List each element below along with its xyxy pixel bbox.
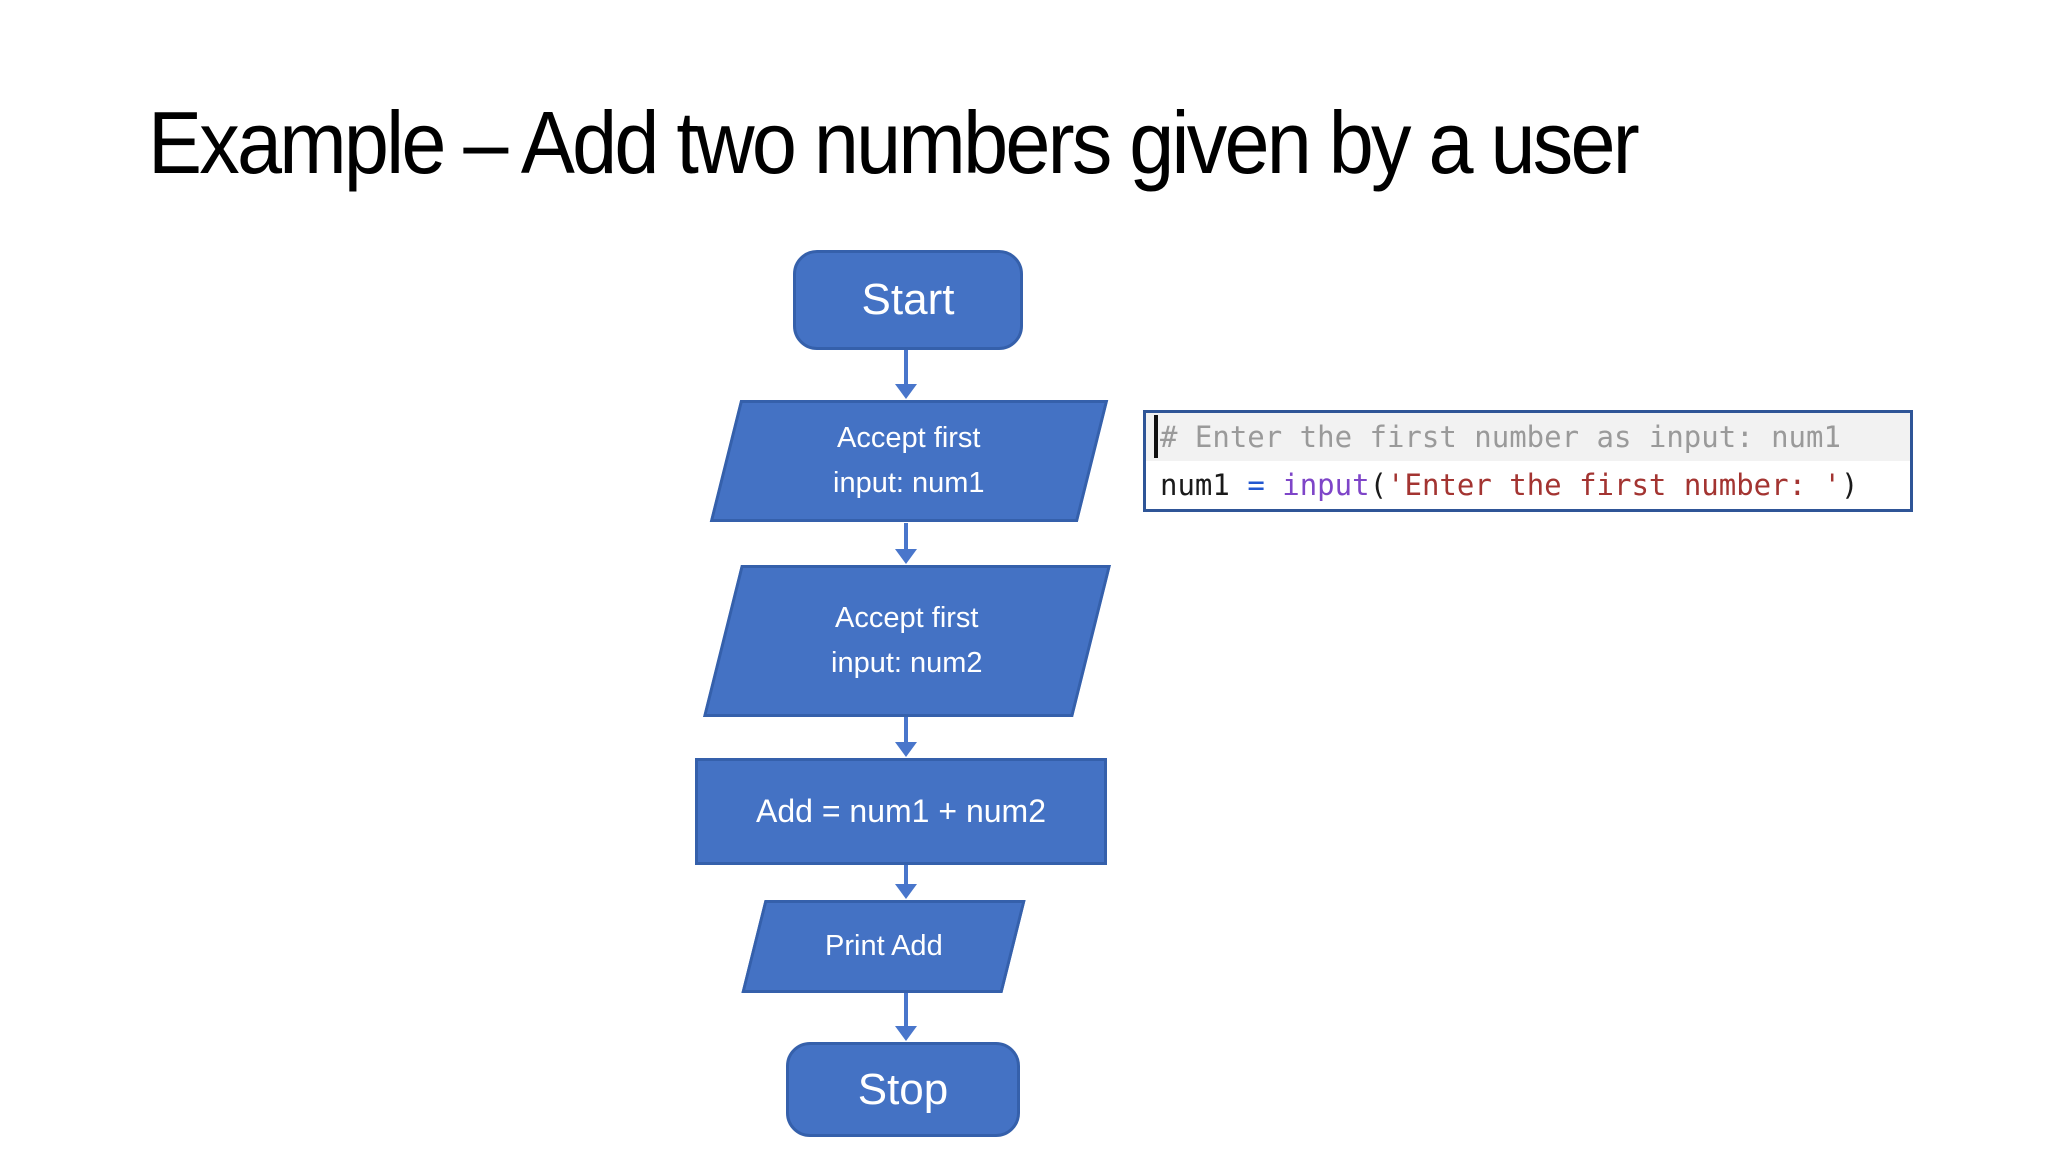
- flowchart-node-add: Add = num1 + num2: [695, 758, 1107, 865]
- flowchart-node-input-num2: Accept first input: num2: [703, 565, 1111, 717]
- node-input-num1-label: Accept first input: num1: [833, 422, 985, 499]
- code-token-function: input: [1282, 468, 1370, 502]
- slide-title: Example – Add two numbers given by a use…: [148, 93, 1640, 192]
- flow-arrow-head-icon: [895, 1026, 917, 1041]
- code-comment-text: # Enter the first number as input: num1: [1160, 420, 1841, 454]
- code-token-close-paren: ): [1840, 468, 1859, 502]
- node-print-add-label: Print Add: [824, 930, 943, 963]
- flow-arrow-head-icon: [895, 549, 917, 564]
- code-statement-line: num1 = input ( 'Enter the first number: …: [1146, 461, 1910, 509]
- flow-arrow-head-icon: [895, 384, 917, 399]
- code-token-open-paren: (: [1369, 468, 1388, 502]
- node-stop-label: Stop: [857, 1064, 949, 1114]
- node-input-num2-label: Accept first input: num2: [831, 602, 983, 679]
- flowchart-node-input-num1: Accept first input: num1: [709, 400, 1109, 522]
- flow-arrow-line: [904, 523, 908, 551]
- node-start-label: Start: [861, 275, 955, 324]
- code-token-string: 'Enter the first number: ': [1387, 468, 1841, 502]
- flow-arrow-line: [904, 993, 908, 1028]
- flow-arrow-line: [904, 717, 908, 744]
- flow-arrow-line: [904, 350, 908, 386]
- flowchart-node-print-add: Print Add: [741, 900, 1026, 993]
- code-token-space: [1230, 468, 1247, 502]
- text-cursor: [1154, 415, 1158, 458]
- flowchart-node-start: Start: [793, 250, 1023, 350]
- flow-arrow-head-icon: [895, 742, 917, 757]
- code-token-operator: =: [1247, 468, 1265, 502]
- flow-arrow-line: [904, 865, 908, 886]
- code-snippet-box: # Enter the first number as input: num1 …: [1143, 410, 1913, 512]
- code-token-space: [1265, 468, 1282, 502]
- node-add-label: Add = num1 + num2: [756, 793, 1046, 829]
- code-token-variable: num1: [1160, 468, 1230, 502]
- flow-arrow-head-icon: [895, 884, 917, 899]
- flowchart-node-stop: Stop: [786, 1042, 1020, 1137]
- code-comment-line: # Enter the first number as input: num1: [1146, 413, 1910, 461]
